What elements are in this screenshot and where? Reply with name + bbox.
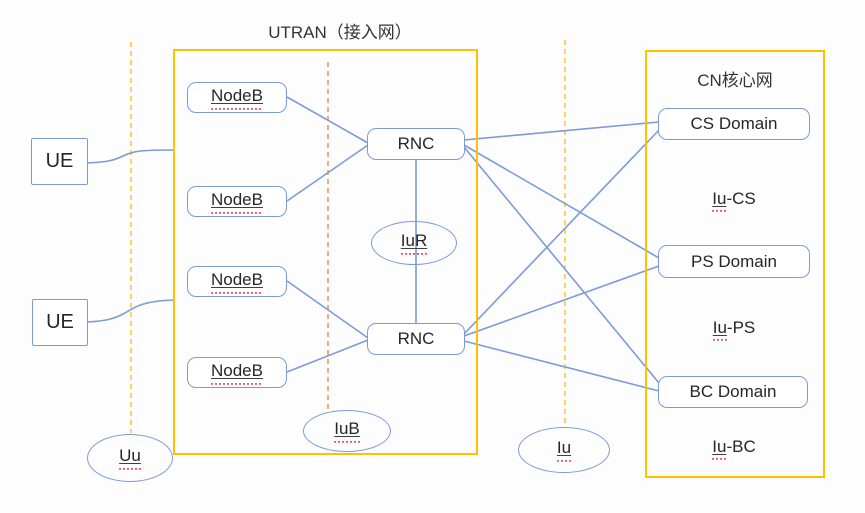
iu-cs-suffix: -CS bbox=[726, 189, 756, 208]
ue2-box: UE bbox=[32, 299, 88, 346]
iub-ellipse: IuB bbox=[303, 410, 391, 452]
iu-ellipse: Iu bbox=[518, 427, 610, 473]
iu-bc-label: Iu-BC bbox=[658, 437, 810, 460]
ue1-label: UE bbox=[45, 150, 74, 172]
nodeb2-box: NodeB bbox=[187, 186, 287, 217]
cs-domain-box: CS Domain bbox=[658, 108, 810, 140]
ps-domain-label: PS Domain bbox=[691, 251, 777, 271]
nodeb3-box: NodeB bbox=[187, 266, 287, 297]
utran-title: UTRAN（接入网） bbox=[268, 23, 412, 42]
iub-label: IuB bbox=[334, 419, 360, 443]
iu-label: Iu bbox=[556, 438, 572, 462]
nodeb2-label: NodeB bbox=[211, 189, 263, 214]
iu-cs-prefix: Iu bbox=[712, 189, 727, 212]
utran-frame bbox=[173, 49, 478, 455]
bc-domain-box: BC Domain bbox=[658, 376, 808, 408]
nodeb4-rnc2-link bbox=[286, 339, 369, 373]
cn-title: CN核心网 bbox=[697, 71, 773, 90]
ue1-box: UE bbox=[31, 138, 88, 185]
rnc1-bc-link bbox=[463, 146, 660, 384]
nodeb3-label: NodeB bbox=[211, 269, 263, 294]
nodeb2-rnc1-link bbox=[286, 144, 369, 202]
ue2-utran-link bbox=[86, 299, 175, 323]
iu-bc-suffix: -BC bbox=[726, 437, 756, 456]
iu-ps-suffix: -PS bbox=[726, 318, 756, 337]
uu-ellipse: Uu bbox=[87, 434, 173, 482]
rnc2-box: RNC bbox=[367, 323, 465, 355]
rnc2-cs-link bbox=[463, 129, 660, 335]
rnc1-cs-link bbox=[463, 121, 660, 141]
cn-frame bbox=[645, 50, 825, 478]
iu-ps-label: Iu-PS bbox=[658, 318, 810, 341]
iu-ps-prefix: Iu bbox=[712, 318, 727, 341]
rnc1-ps-link bbox=[463, 144, 660, 259]
rnc1-box: RNC bbox=[367, 128, 465, 160]
nodeb3-rnc2-link bbox=[286, 280, 369, 339]
nodeb4-label: NodeB bbox=[211, 360, 263, 385]
iur-ellipse: IuR bbox=[371, 221, 457, 265]
nodeb1-rnc1-link bbox=[286, 96, 369, 144]
nodeb4-box: NodeB bbox=[187, 357, 287, 388]
rnc2-ps-link bbox=[463, 265, 660, 337]
rnc2-label: RNC bbox=[397, 329, 435, 348]
cs-domain-label: CS Domain bbox=[690, 114, 778, 133]
iu-bc-prefix: Iu bbox=[712, 437, 727, 460]
nodeb1-label: NodeB bbox=[211, 85, 263, 110]
ue1-utran-link bbox=[86, 149, 175, 164]
ps-domain-box: PS Domain bbox=[658, 245, 810, 278]
nodeb1-box: NodeB bbox=[187, 82, 287, 113]
rnc1-label: RNC bbox=[397, 134, 435, 153]
bc-domain-label: BC Domain bbox=[689, 382, 777, 401]
ue2-label: UE bbox=[46, 311, 74, 333]
rnc2-bc-link bbox=[463, 340, 660, 392]
iu-cs-label: Iu-CS bbox=[658, 189, 810, 212]
uu-label: Uu bbox=[119, 446, 141, 470]
iur-label: IuR bbox=[400, 231, 428, 255]
